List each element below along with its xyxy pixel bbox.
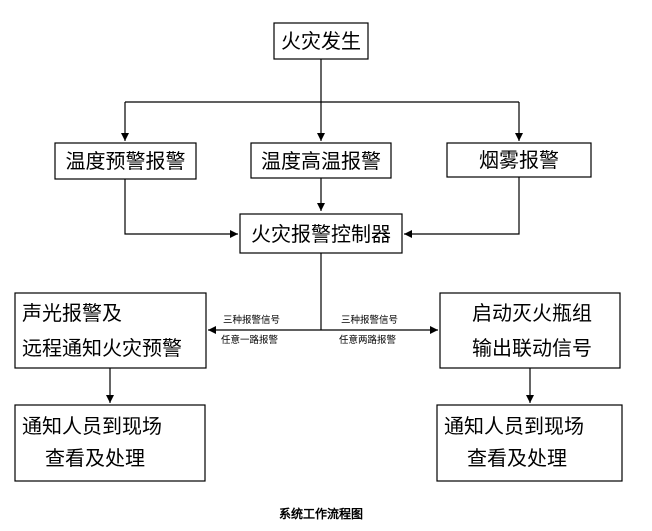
node-sound-light-alarm-line1: 声光报警及 <box>22 301 122 325</box>
node-fire-alarm-controller-label: 火灾报警控制器 <box>251 222 391 246</box>
node-sound-light-alarm: 声光报警及 远程通知火灾预警 <box>14 292 207 369</box>
node-fire-occurs-label: 火灾发生 <box>281 29 361 53</box>
node-notify-left-line2: 查看及处理 <box>45 446 145 470</box>
node-start-extinguisher-line2: 输出联动信号 <box>472 336 592 360</box>
node-notify-left: 通知人员到现场 查看及处理 <box>14 404 206 482</box>
node-high-temp-alarm: 温度高温报警 <box>250 142 392 179</box>
node-start-extinguisher-line1: 启动灭火瓶组 <box>472 301 592 325</box>
edge-smoke-to-controller <box>404 177 520 238</box>
node-notify-left-line1: 通知人员到现场 <box>22 414 162 438</box>
edge-label-right-line2: 任意两路报警 <box>339 334 397 346</box>
diagram-caption: 系统工作流程图 <box>279 506 363 521</box>
edge-temp-warning-to-controller <box>124 179 238 238</box>
node-smoke-alarm-label: 烟雾报警 <box>479 148 559 172</box>
node-notify-right: 通知人员到现场 查看及处理 <box>436 404 623 482</box>
node-smoke-alarm: 烟雾报警 <box>446 142 592 178</box>
edge-label-left-line2: 任意一路报警 <box>221 334 279 346</box>
edge-label-right: 三种报警信号 任意两路报警 <box>339 314 398 346</box>
node-notify-right-line2: 查看及处理 <box>467 446 567 470</box>
node-high-temp-alarm-label: 温度高温报警 <box>261 149 381 173</box>
node-fire-occurs: 火灾发生 <box>273 22 369 60</box>
node-temp-warning-alarm: 温度预警报警 <box>54 142 197 180</box>
node-fire-alarm-controller: 火灾报警控制器 <box>239 213 403 254</box>
node-temp-warning-alarm-label: 温度预警报警 <box>66 149 186 173</box>
edge-label-left-line1: 三种报警信号 <box>223 314 280 326</box>
node-start-extinguisher: 启动灭火瓶组 输出联动信号 <box>439 292 621 369</box>
edge-label-left: 三种报警信号 任意一路报警 <box>221 314 280 346</box>
edge-label-right-line1: 三种报警信号 <box>341 314 398 326</box>
node-notify-right-line1: 通知人员到现场 <box>444 414 584 438</box>
node-sound-light-alarm-line2: 远程通知火灾预警 <box>22 336 182 360</box>
